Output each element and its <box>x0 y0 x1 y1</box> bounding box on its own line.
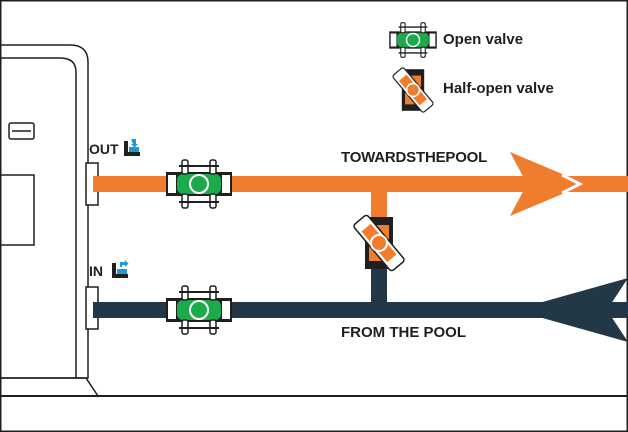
from-pool-label: FROM THE POOL <box>341 324 466 341</box>
heat-pump-unit <box>0 44 99 397</box>
from-pool-arrow-icon <box>514 278 628 342</box>
bypass-pipe-lower <box>371 264 387 310</box>
out-port-icon <box>124 139 140 156</box>
inlet-open-valve-icon <box>165 285 233 335</box>
legend-half-open-valve-label: Half-open valve <box>443 80 554 97</box>
outlet-open-valve-icon <box>165 159 233 209</box>
in-port-label: IN <box>89 263 103 279</box>
out-port-label: OUT <box>89 141 119 157</box>
legend-half-open-valve-icon <box>391 66 435 114</box>
legend-open-valve-label: Open valve <box>443 31 524 48</box>
towards-pool-label: TOWARDSTHEPOOL <box>341 149 488 166</box>
towards-pool-arrow-icon <box>510 152 586 216</box>
bypass-half-open-valve-icon <box>351 213 407 273</box>
in-port-icon <box>112 260 129 278</box>
legend-open-valve-icon <box>388 22 438 58</box>
